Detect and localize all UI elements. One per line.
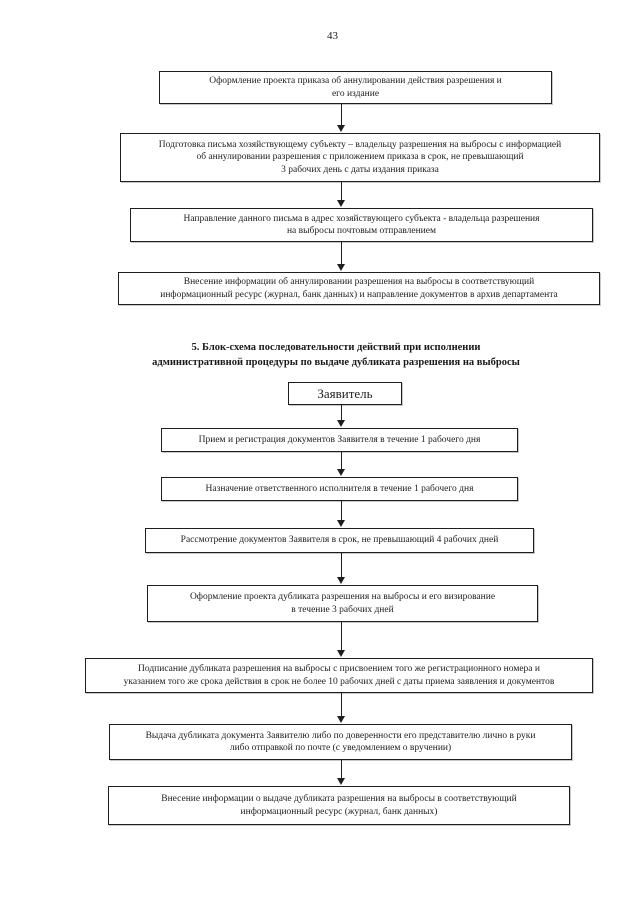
flow-arrow-icon <box>337 182 346 207</box>
flow-step-draft-duplicate-permit: Оформление проекта дубликата разрешения … <box>147 585 538 622</box>
flow-arrow-icon <box>337 242 346 271</box>
flow-step-send-letter: Направление данного письма в адрес хозяй… <box>130 208 593 242</box>
flow-step-receive-register-documents: Прием и регистрация документов Заявителя… <box>161 428 518 452</box>
flow-arrow-icon <box>337 693 346 723</box>
flow-step-prepare-letter: Подготовка письма хозяйствующему субъект… <box>120 133 600 182</box>
flow-arrow-icon <box>337 501 346 527</box>
flow-step-sign-duplicate: Подписание дубликата разрешения на выбро… <box>85 658 593 693</box>
flow-arrow-icon <box>337 104 346 132</box>
flow-arrow-icon <box>337 553 346 584</box>
flow-step-review-documents: Рассмотрение документов Заявителя в срок… <box>145 528 534 553</box>
flow-arrow-icon <box>337 452 346 476</box>
flow-arrow-icon <box>337 622 346 657</box>
flow-arrow-icon <box>337 405 346 427</box>
flow-step-assign-executor: Назначение ответственного исполнителя в … <box>161 477 518 501</box>
flow-step-record-annulment-info: Внесение информации об аннулировании раз… <box>118 272 600 305</box>
page-number: 43 <box>327 30 338 42</box>
flow-arrow-icon <box>337 760 346 785</box>
flow-step-record-duplicate-info: Внесение информации о выдаче дубликата р… <box>108 786 570 825</box>
section-heading: 5. Блок-схема последовательности действи… <box>152 342 520 368</box>
flow-step-issue-duplicate: Выдача дубликата документа Заявителю либ… <box>109 724 572 760</box>
flow-start-applicant: Заявитель <box>288 382 402 405</box>
flow-step-draft-annulment-order: Оформление проекта приказа об аннулирова… <box>159 71 552 104</box>
